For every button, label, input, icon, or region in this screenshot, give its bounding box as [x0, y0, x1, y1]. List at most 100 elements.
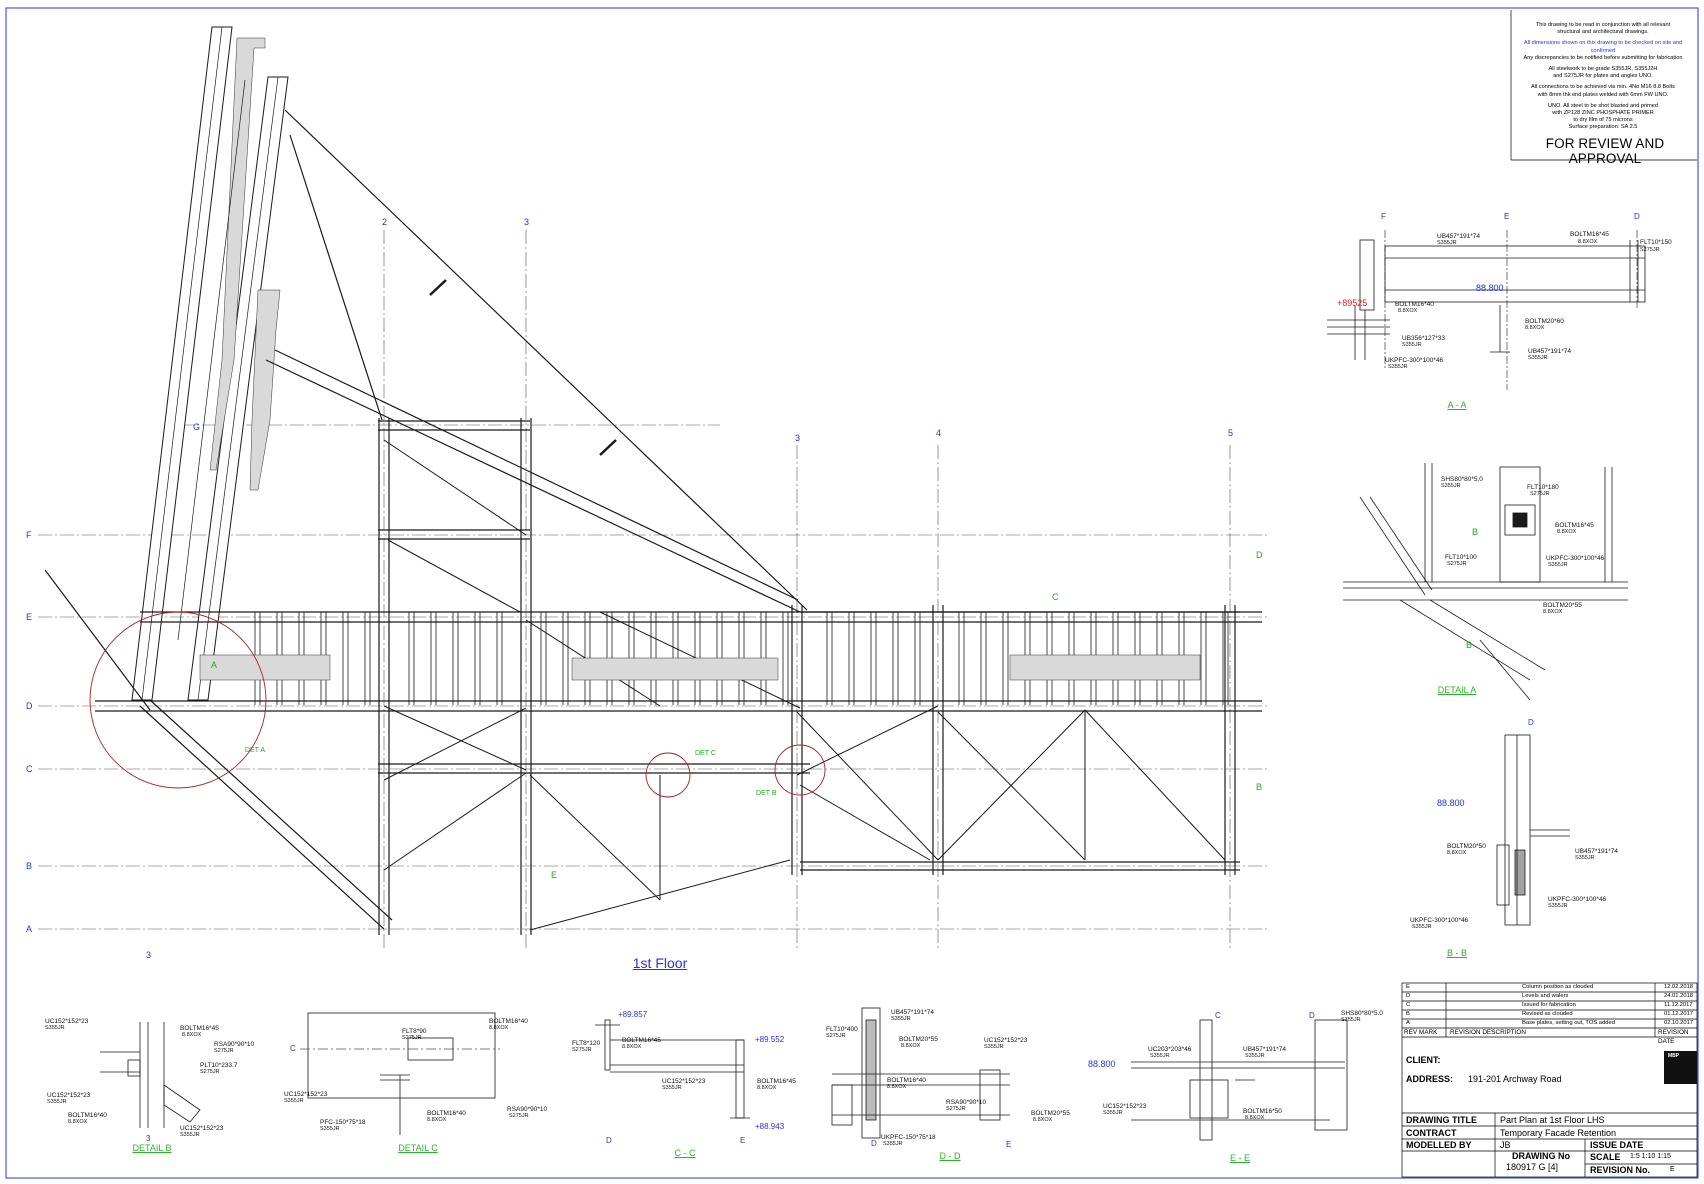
detail-c-label: BOLTM16*40 — [427, 1110, 466, 1117]
rev-mark: B — [1406, 1011, 1410, 1017]
client-label: CLIENT: — [1406, 1055, 1441, 1065]
section-ee-label: S355JR — [1341, 1017, 1361, 1023]
modelled-by-label: MODELLED BY — [1406, 1140, 1472, 1150]
section-cc-label: +89.857 — [618, 1010, 648, 1019]
section-cc-label: D — [606, 1136, 612, 1145]
section-ee-label: 8.8XOX — [1245, 1115, 1265, 1121]
section-aa-label: S355JR — [1402, 342, 1422, 348]
revision-header-row: REV MARK REVISION DESCRIPTION REVISION D… — [1402, 1028, 1697, 1045]
callout-label: DET B — [756, 790, 777, 797]
section-bb-label: 88.800 — [1437, 798, 1465, 808]
section-ee-label: UC152*152*23 — [1103, 1103, 1147, 1110]
revision-no-value: E — [1670, 1166, 1675, 1173]
section-mark: B — [1256, 782, 1263, 792]
rev-description: Column position as clouded — [1522, 984, 1594, 990]
section-aa-drawing — [1327, 230, 1646, 390]
logo-text: MBP — [1668, 1053, 1680, 1059]
grid-row-label: F — [26, 530, 32, 540]
detail-c-label: BOLTM16*40 — [489, 1018, 528, 1025]
section-bb-label: UKPFC-300*100*46 — [1410, 917, 1469, 924]
detail-b-label: S275JR — [214, 1048, 234, 1054]
contract-label: CONTRACT — [1406, 1128, 1457, 1138]
section-ee-drawing — [1131, 1019, 1348, 1141]
section-aa-label: +89525 — [1337, 298, 1368, 308]
section-aa-label: S355JR — [1437, 240, 1457, 246]
detail-b-label: RSA90*90*10 — [214, 1041, 255, 1048]
section-ee-label: 88.800 — [1088, 1059, 1116, 1069]
detail-b-label: S275JR — [200, 1069, 220, 1075]
detail-a-drawing — [1343, 463, 1628, 701]
section-ee-label: SHS80*80*5.0 — [1341, 1010, 1383, 1017]
callout-label: DET C — [695, 750, 716, 757]
grid-column-label: 5 — [1228, 428, 1234, 438]
section-aa-label: 8.8XOX — [1525, 325, 1545, 331]
section-bb-drawing — [1496, 734, 1570, 926]
section-aa-grid-label: E — [1504, 212, 1510, 221]
rev-description: Issued for fabrication — [1522, 1002, 1576, 1008]
grid-row-label: G — [193, 422, 201, 432]
section-cc-label: E — [740, 1136, 746, 1145]
detail-b-label: S355JR — [45, 1025, 65, 1031]
grid-row-label: C — [26, 764, 33, 774]
detail-a-label: FLT10*180 — [1527, 484, 1559, 491]
section-aa-label: 8.8XOX — [1578, 239, 1598, 245]
grid-row-label: A — [26, 924, 33, 934]
note-line: to dry film of 75 microns — [1573, 117, 1633, 124]
detail-a-label: 8.8XOX — [1557, 529, 1577, 535]
section-dd-label: FLT10*400 — [826, 1026, 858, 1033]
section-dd-label: S275JR — [826, 1033, 846, 1039]
grid-column-label: 4 — [936, 428, 942, 438]
section-cc-title: C - C — [674, 1148, 696, 1158]
detail-a-label: B — [1472, 527, 1479, 537]
detail-a-label: BOLTM20*55 — [1543, 602, 1582, 609]
contract-value: Temporary Facade Retention — [1500, 1128, 1617, 1138]
issue-date-label: ISSUE DATE — [1590, 1140, 1644, 1150]
section-dd-label: E — [1006, 1140, 1012, 1149]
section-aa-label: BOLTM20*60 — [1525, 318, 1564, 325]
detail-b-label: BOLTM16*40 — [68, 1112, 107, 1119]
section-aa-grid-label: F — [1381, 212, 1386, 221]
section-bb-label: S355JR — [1575, 855, 1595, 861]
note-line: This drawing to be read in conjunction w… — [1535, 22, 1671, 28]
section-cc-label: BOLTM16*45 — [757, 1078, 796, 1085]
section-aa-label: UB356*127*33 — [1402, 335, 1446, 342]
detail-b-label: 8.8XOX — [182, 1032, 202, 1038]
detail-b-label: BOLTM16*45 — [180, 1025, 219, 1032]
detail-c-label: FLT8*90 — [402, 1028, 427, 1035]
section-aa-label: S355JR — [1388, 364, 1408, 370]
section-bb-label: S355JR — [1548, 903, 1568, 909]
detail-a-label: BOLTM16*45 — [1555, 522, 1594, 529]
section-dd-label: BOLTM20*55 — [899, 1036, 938, 1043]
section-ee-title: E - E — [1229, 1153, 1250, 1163]
general-notes: This drawing to be read in conjunction w… — [1513, 22, 1693, 136]
section-bb-label: UKPFC-300*100*46 — [1548, 896, 1607, 903]
section-aa-label: S275JR — [1640, 247, 1660, 253]
detail-b-label: 3 — [146, 1134, 151, 1143]
grid-row-label: D — [26, 701, 33, 711]
note-line: UNO. All steel to be shot blasted and pr… — [1547, 102, 1659, 109]
grid-column-label: 2 — [382, 217, 388, 227]
drawing-title-label: DRAWING TITLE — [1406, 1115, 1477, 1125]
section-cc-drawing — [595, 1019, 750, 1119]
section-cc-label: 8.8XOX — [757, 1085, 777, 1091]
scale-value: 1:5 1:10 1:15 — [1630, 1153, 1671, 1160]
section-cc-label: S355JR — [662, 1085, 682, 1091]
detail-a-label: S275JR — [1530, 491, 1550, 497]
rev-description-header: REVISION DESCRIPTION — [1450, 1029, 1526, 1036]
section-aa-label: UB457*191*74 — [1437, 233, 1481, 240]
detail-a-label: B — [1466, 640, 1473, 650]
detail-c-label: PFC-150*75*18 — [320, 1119, 366, 1126]
detail-c-label: RSA90*90*10 — [507, 1106, 548, 1113]
section-dd-label: D — [871, 1139, 877, 1148]
section-mark: A — [211, 660, 218, 670]
section-dd-label: 8.8XOX — [901, 1043, 921, 1049]
note-line: with ZP128 ZINC PHOSPHATE PRIMER — [1552, 110, 1654, 117]
detail-b-label: UC152*152*23 — [47, 1092, 91, 1099]
section-ee-label: C — [1215, 1011, 1221, 1020]
address-value: 191-201 Archway Road — [1468, 1074, 1562, 1084]
rev-date: 01.12.2017 — [1664, 1011, 1694, 1017]
detail-c-drawing — [300, 1012, 500, 1135]
section-aa-label: UKPFC-300*100*46 — [1385, 357, 1444, 364]
